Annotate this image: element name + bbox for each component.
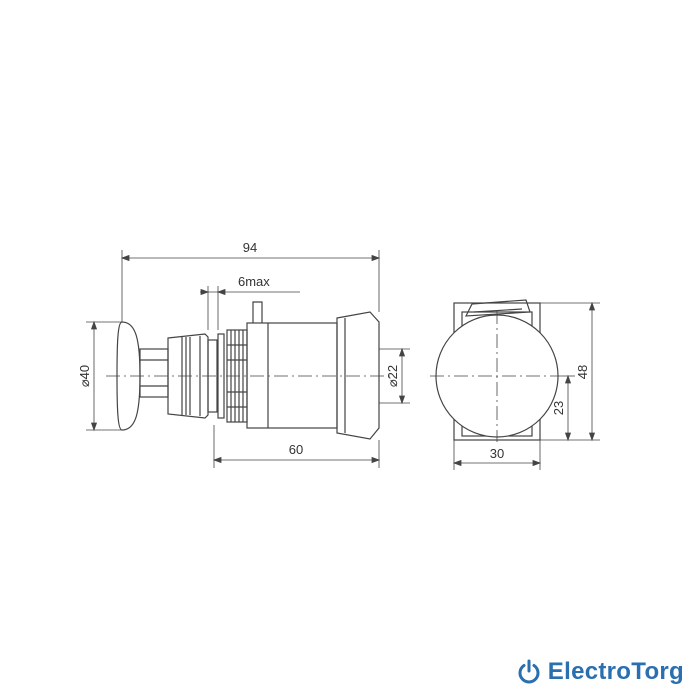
front-bezel (167, 333, 209, 419)
mounting-tab (252, 301, 263, 323)
stem (139, 348, 169, 398)
dim-mount-diameter: ⌀22 (385, 365, 400, 387)
dim-height: 48 (575, 365, 590, 379)
contact-block-body (246, 322, 338, 429)
contact-block-clamp (336, 311, 380, 440)
front-clip (464, 299, 531, 317)
power-icon (516, 659, 542, 685)
mushroom-head (116, 321, 141, 431)
side-view (106, 301, 392, 440)
dim-axis-height: 23 (551, 401, 566, 415)
dim-body-length: 60 (289, 442, 303, 457)
logo-text: ElectroTorg (547, 658, 684, 685)
electrotorg-logo: ElectroTorg (516, 658, 684, 686)
dim-width: 30 (490, 446, 504, 461)
dim-overall-length: 94 (243, 240, 257, 255)
front-view (430, 299, 563, 442)
dim-panel-max: 6max (238, 274, 270, 289)
dim-head-diameter: ⌀40 (77, 365, 92, 387)
